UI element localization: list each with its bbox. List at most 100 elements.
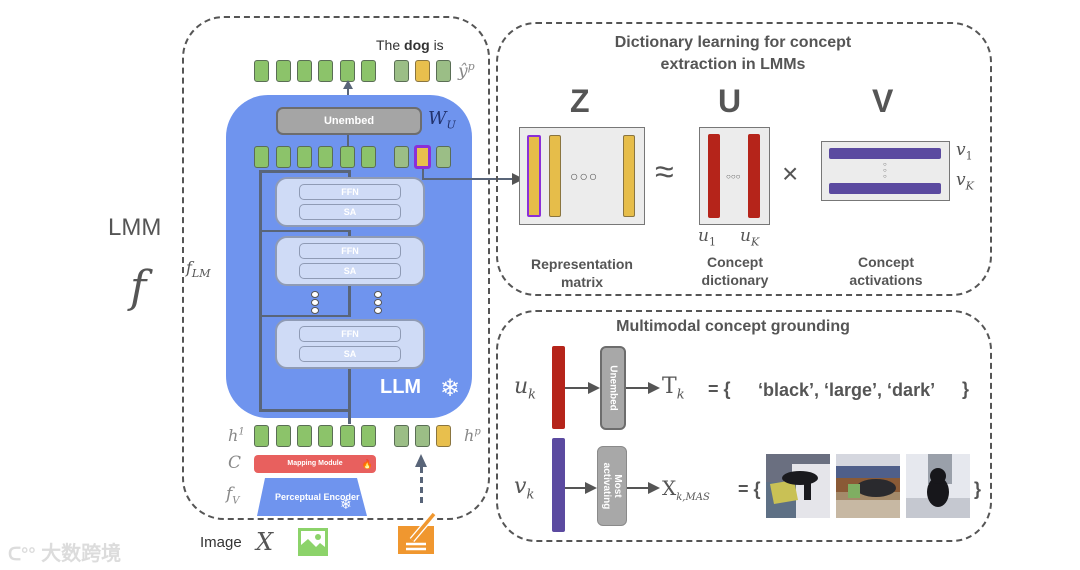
snowflake-icon: ❄ (440, 375, 461, 402)
output-token (340, 60, 355, 82)
sa-layer: SA (299, 263, 401, 279)
image-icon (298, 528, 328, 556)
hidden-token (276, 146, 291, 168)
output-text: The dog is (376, 37, 444, 53)
token-to-matrix-connector (422, 169, 424, 180)
close-brace: } (962, 379, 970, 399)
approx-symbol: ≈ (655, 153, 674, 191)
z-label: Z (570, 83, 590, 119)
unembed-block: Unembed (276, 107, 422, 135)
ellipsis-dots (311, 290, 319, 315)
arrow (565, 387, 593, 389)
output-token-dog (415, 60, 430, 82)
ffn-layer: FFN (299, 326, 401, 342)
close-brace: } (974, 479, 982, 499)
hidden-token (361, 146, 376, 168)
grounding-panel (496, 310, 992, 542)
activation-row-v1 (829, 148, 941, 159)
ellipsis-horizontal: ○○○ (726, 172, 741, 181)
hidden-token (340, 146, 355, 168)
x-label: X (256, 528, 274, 556)
unembed-block: Unembed (600, 346, 626, 430)
activation-row-vk (829, 183, 941, 194)
ellipsis-dots (374, 290, 382, 315)
unembed-connector (347, 135, 349, 147)
fv-label: fV (226, 484, 240, 507)
representation-matrix: ○○○ (519, 127, 645, 225)
watermark: ᑕ°° 大数跨境 (8, 543, 122, 565)
ffn-layer: FFN (299, 243, 401, 259)
times-symbol: × (782, 158, 799, 189)
concept-vector-uk (552, 346, 565, 429)
hidden-token (254, 146, 269, 168)
input-token (340, 425, 355, 447)
selected-representation-token (414, 145, 431, 169)
grounding-title: Multimodal concept grounding (616, 318, 850, 335)
concept-vector-uk (748, 134, 760, 218)
input-token (361, 425, 376, 447)
concept-vector-u1 (708, 134, 720, 218)
concept-dictionary-matrix: ○○○ (699, 127, 770, 225)
output-token (276, 60, 291, 82)
representation-column (623, 135, 635, 217)
vk-symbol: vk (514, 474, 535, 503)
text-token-last (436, 425, 451, 447)
uk-symbol: uk (514, 374, 537, 403)
arrow (565, 487, 590, 489)
snowflake-icon: ❄ (340, 496, 352, 512)
output-token (394, 60, 409, 82)
xk-symbol: Xk,MAS (662, 476, 710, 503)
concept-dictionary-label: Concept dictionary (701, 254, 769, 288)
f-llm-label: fLM (186, 258, 211, 281)
dictionary-title: Dictionary learning for concept extracti… (614, 34, 852, 73)
input-token (276, 425, 291, 447)
concept-activations-matrix: ○○○ (821, 141, 950, 201)
f-symbol: f (130, 262, 147, 313)
residual-bottom (259, 409, 351, 412)
y-hat-label: ŷp (458, 60, 475, 82)
perceptual-encoder-shape (257, 478, 367, 516)
ffn-layer: FFN (299, 184, 401, 200)
text-token (415, 425, 430, 447)
hp-label: hp (464, 426, 481, 445)
concept-activations-label: Concept activations (849, 254, 923, 288)
activation-vector-vk (552, 438, 565, 532)
lmm-boundary (182, 16, 490, 520)
image-label: Image (200, 534, 242, 551)
uk-label: uK (740, 226, 760, 249)
input-token (297, 425, 312, 447)
residual-mid1 (259, 230, 351, 232)
output-token (361, 60, 376, 82)
most-activating-image-3 (906, 454, 970, 518)
most-activating-image-2 (836, 454, 900, 518)
lmm-label: LMM (108, 214, 162, 241)
hidden-token (297, 146, 312, 168)
arrow-head-right (588, 382, 600, 394)
hidden-token (436, 146, 451, 168)
h1-label: h1 (228, 426, 245, 445)
wu-label: WU (428, 108, 456, 132)
output-token (318, 60, 333, 82)
llm-label: LLM (380, 376, 422, 398)
transformer-block-1: FFN SA (275, 177, 425, 227)
block-connector (348, 285, 351, 317)
perceptual-encoder-label: Perceptual Encoder (275, 492, 360, 502)
arrow-head-up (415, 454, 427, 467)
mapping-module: Mapping Module 🔥 (254, 455, 376, 473)
output-token (297, 60, 312, 82)
arrow (627, 487, 652, 489)
watermark-logo-icon: ᑕ°° (8, 544, 36, 564)
ellipsis-vertical: ○○○ (883, 162, 887, 180)
arrow-head-right (648, 482, 660, 494)
vk-label: vK (956, 170, 974, 193)
text-concepts: ‘black’, ‘large’, ‘dark’ (758, 380, 936, 400)
ellipsis-horizontal: ○○○ (570, 168, 599, 184)
arrow-head-right (648, 382, 660, 394)
most-activating-image-1 (766, 454, 830, 518)
arrow-head-up (343, 80, 353, 89)
text-input-icon (398, 512, 437, 554)
sa-layer: SA (299, 204, 401, 220)
tk-equals: = { (708, 379, 731, 399)
dictionary-panel (496, 22, 992, 296)
arrow-head-right (585, 482, 597, 494)
